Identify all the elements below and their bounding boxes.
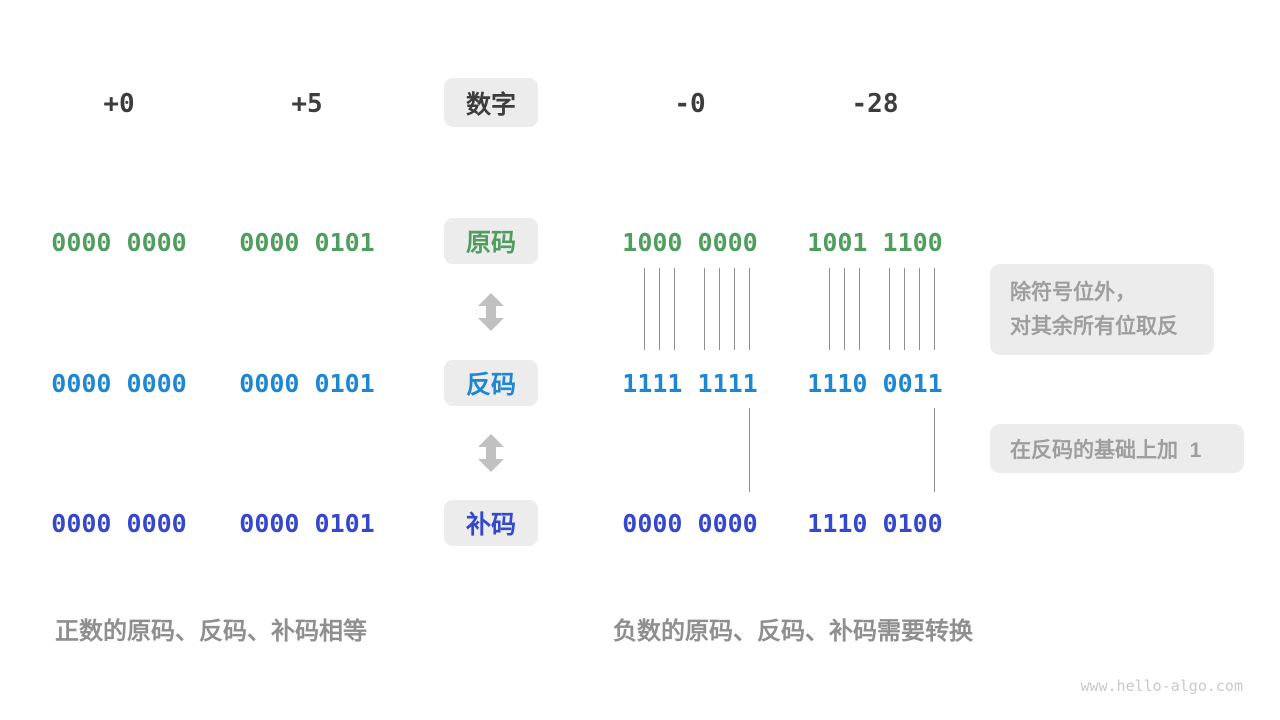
- invert-bits-annotation-line1: 除符号位外，: [1010, 281, 1136, 304]
- sign-magnitude-cell: 0000 0101: [239, 228, 375, 257]
- bit-connector-line: [934, 268, 935, 350]
- bit-connector-line: [904, 268, 905, 350]
- bit-connector-line: [889, 268, 890, 350]
- bit-connector-line: [704, 268, 705, 350]
- bit-connector-line: [829, 268, 830, 350]
- bit-connector-line: [674, 268, 675, 350]
- twos-complement-cell: 0000 0000: [51, 509, 187, 538]
- column-header-minus0: -0: [674, 89, 706, 119]
- twos-complement-label-tag: 补码: [444, 500, 538, 546]
- bit-connector-line: [734, 268, 735, 350]
- ones-complement-label-tag: 反码: [444, 360, 538, 406]
- sign-magnitude-cell: 1001 1100: [807, 228, 943, 257]
- bit-connector-line: [659, 268, 660, 350]
- ones-complement-cell: 1111 1111: [622, 369, 758, 398]
- twos-complement-cell: 0000 0101: [239, 509, 375, 538]
- sign-magnitude-cell: 1000 0000: [622, 228, 758, 257]
- sign-magnitude-label-tag: 原码: [444, 218, 538, 264]
- double-arrow-icon: [478, 293, 504, 331]
- invert-bits-annotation-line2: 对其余所有位取反: [1010, 315, 1178, 338]
- invert-bits-annotation: 除符号位外， 对其余所有位取反: [990, 264, 1214, 355]
- ones-complement-cell: 0000 0000: [51, 369, 187, 398]
- bit-connector-line: [844, 268, 845, 350]
- sign-magnitude-cell: 0000 0000: [51, 228, 187, 257]
- bit-connector-line: [749, 408, 750, 492]
- double-arrow-icon: [478, 434, 504, 472]
- ones-complement-cell: 1110 0011: [807, 369, 943, 398]
- bit-connector-line: [859, 268, 860, 350]
- bit-connector-line: [919, 268, 920, 350]
- website-watermark: www.hello-algo.com: [1080, 677, 1243, 695]
- negative-numbers-caption: 负数的原码、反码、补码需要转换: [613, 618, 973, 645]
- bit-connector-line: [934, 408, 935, 492]
- column-header-plus5: +5: [291, 89, 323, 119]
- bit-connector-line: [644, 268, 645, 350]
- bit-connector-line: [719, 268, 720, 350]
- column-header-minus28: -28: [851, 89, 899, 119]
- bit-connector-line: [749, 268, 750, 350]
- column-header-plus0: +0: [103, 89, 135, 119]
- add-one-annotation: 在反码的基础上加 1: [990, 424, 1244, 473]
- twos-complement-cell: 1110 0100: [807, 509, 943, 538]
- twos-complement-cell: 0000 0000: [622, 509, 758, 538]
- number-label-tag: 数字: [444, 78, 538, 127]
- ones-complement-cell: 0000 0101: [239, 369, 375, 398]
- positive-numbers-caption: 正数的原码、反码、补码相等: [55, 618, 367, 645]
